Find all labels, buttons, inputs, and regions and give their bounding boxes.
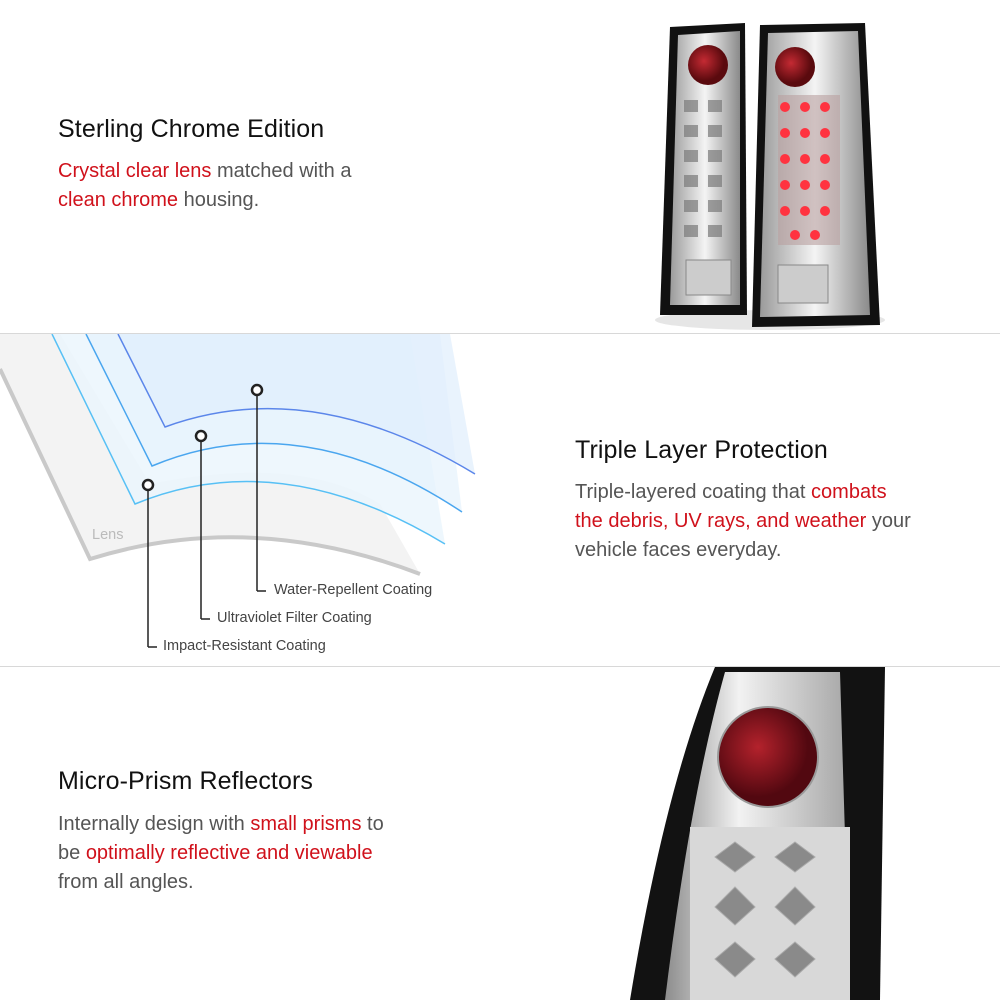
section-sterling-chrome: Sterling Chrome Edition Crystal clear le… — [0, 0, 1000, 333]
uv-layer-marker — [194, 429, 208, 443]
section-description: Triple-layered coating that combats the … — [575, 478, 911, 565]
description-line: Triple-layered coating that combats — [575, 478, 911, 507]
text: matched with a — [211, 160, 352, 182]
section-divider — [0, 333, 1000, 334]
text: your — [866, 510, 911, 532]
description-line: be optimally reflective and viewable — [58, 839, 384, 868]
text: Internally design with — [58, 813, 251, 835]
lens-label: Lens — [92, 527, 124, 543]
highlight-text: optimally reflective and viewable — [85, 842, 373, 864]
section-description: Crystal clear lens matched with a clean … — [58, 157, 351, 215]
section-title: Triple Layer Protection — [575, 436, 828, 464]
description-line: the debris, UV rays, and weather your — [575, 507, 911, 536]
section-description: Internally design with small prisms to b… — [58, 810, 384, 897]
section-micro-prism: Micro-Prism Reflectors Internally design… — [0, 667, 1000, 1000]
water-repellent-label: Water-Repellent Coating — [274, 582, 433, 598]
text: from all angles. — [58, 871, 194, 893]
description-line: vehicle faces everyday. — [575, 536, 911, 565]
text: to — [361, 813, 384, 835]
tail-light-closeup-image — [630, 667, 885, 1000]
highlight-text: clean chrome — [58, 189, 179, 211]
section-triple-layer: Lens Water-Repellent Coating Ultraviolet… — [0, 334, 1000, 666]
highlight-text: combats — [811, 481, 887, 503]
uv-filter-label: Ultraviolet Filter Coating — [217, 610, 372, 626]
highlight-text: small prisms — [250, 813, 362, 835]
description-line: Internally design with small prisms to — [58, 810, 384, 839]
coating-layers-diagram — [0, 334, 476, 648]
text: housing. — [178, 189, 260, 211]
highlight-text: the debris, UV rays, and weather — [575, 510, 867, 532]
description-line: Crystal clear lens matched with a — [58, 157, 351, 186]
description-line: from all angles. — [58, 868, 384, 897]
water-layer-marker — [250, 383, 264, 397]
description-line: clean chrome housing. — [58, 186, 351, 215]
text: vehicle faces everyday. — [575, 539, 782, 561]
text: be — [58, 842, 86, 864]
impact-resistant-label: Impact-Resistant Coating — [163, 638, 326, 654]
text: Triple-layered coating that — [575, 481, 812, 503]
section-title: Sterling Chrome Edition — [58, 115, 325, 143]
section-title: Micro-Prism Reflectors — [58, 767, 313, 795]
impact-layer-marker — [141, 478, 155, 492]
highlight-text: Crystal clear lens — [58, 160, 212, 182]
tail-lights-pair-image — [655, 23, 885, 330]
section-divider — [0, 666, 1000, 667]
